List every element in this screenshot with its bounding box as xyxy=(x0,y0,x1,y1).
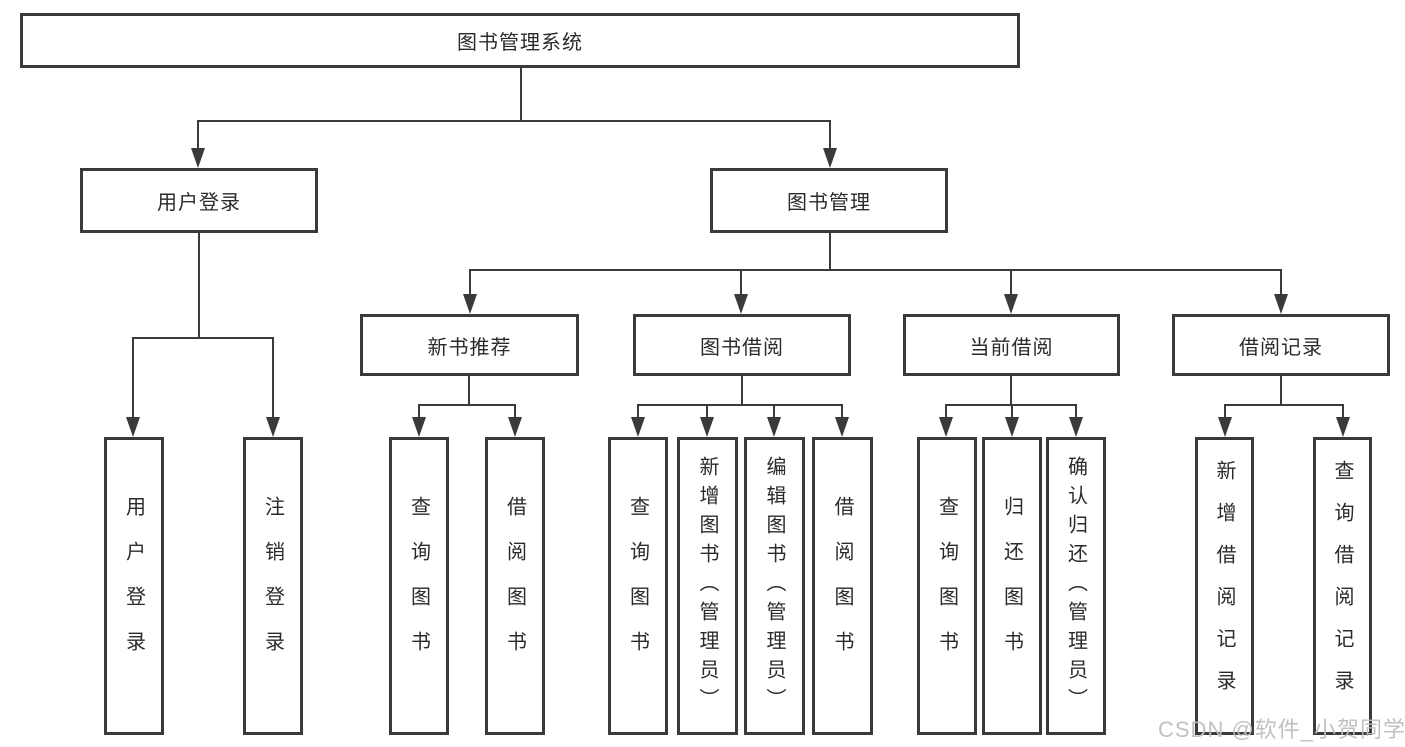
csdn-watermark: CSDN @软件_小贺同学 xyxy=(1158,717,1405,742)
node-borrow-records: 借阅记录 xyxy=(1172,314,1390,376)
arrowhead-down-icon xyxy=(266,417,280,437)
node-label: 新书推荐 xyxy=(427,336,512,359)
connector-line xyxy=(418,404,516,406)
connector-line xyxy=(740,269,742,294)
node-book-borrow: 图书借阅 xyxy=(633,314,851,376)
arrowhead-down-icon xyxy=(1004,294,1018,314)
connector-line xyxy=(132,337,134,419)
connector-line xyxy=(945,404,947,420)
connector-line xyxy=(514,404,516,420)
connector-line xyxy=(829,233,831,270)
node-leaf-user-login: 用户登录 xyxy=(104,437,164,735)
arrowhead-down-icon xyxy=(412,417,426,437)
connector-line xyxy=(272,337,274,419)
node-leaf-query-borrow-record: 查询借阅记录 xyxy=(1313,437,1372,735)
connector-line xyxy=(1342,404,1344,420)
connector-line xyxy=(1010,376,1012,405)
arrowhead-down-icon xyxy=(1069,417,1083,437)
connector-line xyxy=(520,68,522,121)
connector-line xyxy=(197,120,831,122)
node-root-library-system: 图书管理系统 xyxy=(20,13,1020,68)
arrowhead-down-icon xyxy=(700,417,714,437)
connector-line xyxy=(468,376,470,405)
connector-line xyxy=(418,404,420,420)
connector-line xyxy=(469,269,471,294)
node-label: 借阅图书 xyxy=(831,496,853,676)
node-label: 用户登录 xyxy=(122,496,145,676)
arrowhead-down-icon xyxy=(1218,417,1232,437)
node-current-borrow: 当前借阅 xyxy=(903,314,1120,376)
node-leaf-add-borrow-record: 新增借阅记录 xyxy=(1195,437,1254,735)
arrowhead-down-icon xyxy=(734,294,748,314)
node-leaf-edit-books-admin: 编辑图书（管理员） xyxy=(744,437,805,735)
node-label: 查询图书 xyxy=(626,496,649,676)
node-label: 新增借阅记录 xyxy=(1213,460,1235,712)
arrowhead-down-icon xyxy=(1005,417,1019,437)
arrowhead-down-icon xyxy=(631,417,645,437)
node-leaf-query-books-1: 查询图书 xyxy=(389,437,449,735)
connector-line xyxy=(1280,376,1282,405)
node-leaf-logout: 注销登录 xyxy=(243,437,303,735)
node-leaf-borrow-books-2: 借阅图书 xyxy=(812,437,873,735)
node-label: 注销登录 xyxy=(261,496,284,676)
connector-line xyxy=(1011,404,1013,420)
connector-line xyxy=(841,404,843,420)
node-user-login: 用户登录 xyxy=(80,168,318,233)
node-label: 图书管理系统 xyxy=(457,32,583,54)
node-book-management: 图书管理 xyxy=(710,168,948,233)
connector-line xyxy=(773,404,775,420)
connector-line xyxy=(637,404,639,420)
node-label: 借阅记录 xyxy=(1239,336,1323,359)
arrowhead-down-icon xyxy=(1336,417,1350,437)
connector-line xyxy=(469,269,1282,271)
node-label: 新增图书（管理员） xyxy=(696,455,718,717)
arrowhead-down-icon xyxy=(1274,294,1288,314)
arrowhead-down-icon xyxy=(767,417,781,437)
connector-line xyxy=(637,404,843,406)
arrowhead-down-icon xyxy=(191,148,205,168)
connector-line xyxy=(197,120,199,150)
connector-line xyxy=(1224,404,1344,406)
arrowhead-down-icon xyxy=(463,294,477,314)
connector-line xyxy=(198,233,200,338)
node-leaf-query-books-3: 查询图书 xyxy=(917,437,977,735)
node-label: 编辑图书（管理员） xyxy=(763,455,785,717)
node-label: 归还图书 xyxy=(1000,496,1023,676)
arrowhead-down-icon xyxy=(823,148,837,168)
node-label: 图书借阅 xyxy=(700,336,784,359)
node-label: 查询借阅记录 xyxy=(1331,460,1353,712)
node-label: 当前借阅 xyxy=(969,336,1054,359)
connector-line xyxy=(1280,269,1282,294)
node-new-book-recommend: 新书推荐 xyxy=(360,314,579,376)
connector-line xyxy=(829,120,831,150)
node-label: 图书管理 xyxy=(787,192,871,214)
node-leaf-borrow-books-1: 借阅图书 xyxy=(485,437,545,735)
node-label: 用户登录 xyxy=(157,192,241,214)
arrowhead-down-icon xyxy=(126,417,140,437)
connector-line xyxy=(706,404,708,420)
node-label: 借阅图书 xyxy=(503,496,526,676)
connector-line xyxy=(132,337,274,339)
arrowhead-down-icon xyxy=(939,417,953,437)
connector-line xyxy=(741,376,743,405)
node-leaf-add-books-admin: 新增图书（管理员） xyxy=(677,437,738,735)
node-leaf-query-books-2: 查询图书 xyxy=(608,437,668,735)
node-label: 查询图书 xyxy=(935,496,958,676)
node-label: 确认归还（管理员） xyxy=(1064,455,1087,717)
connector-line xyxy=(1075,404,1077,420)
node-label: 查询图书 xyxy=(407,496,430,676)
node-leaf-return-books: 归还图书 xyxy=(982,437,1042,735)
arrowhead-down-icon xyxy=(508,417,522,437)
connector-line xyxy=(1010,269,1012,294)
connector-line xyxy=(1224,404,1226,420)
node-leaf-confirm-return-admin: 确认归还（管理员） xyxy=(1046,437,1106,735)
arrowhead-down-icon xyxy=(835,417,849,437)
